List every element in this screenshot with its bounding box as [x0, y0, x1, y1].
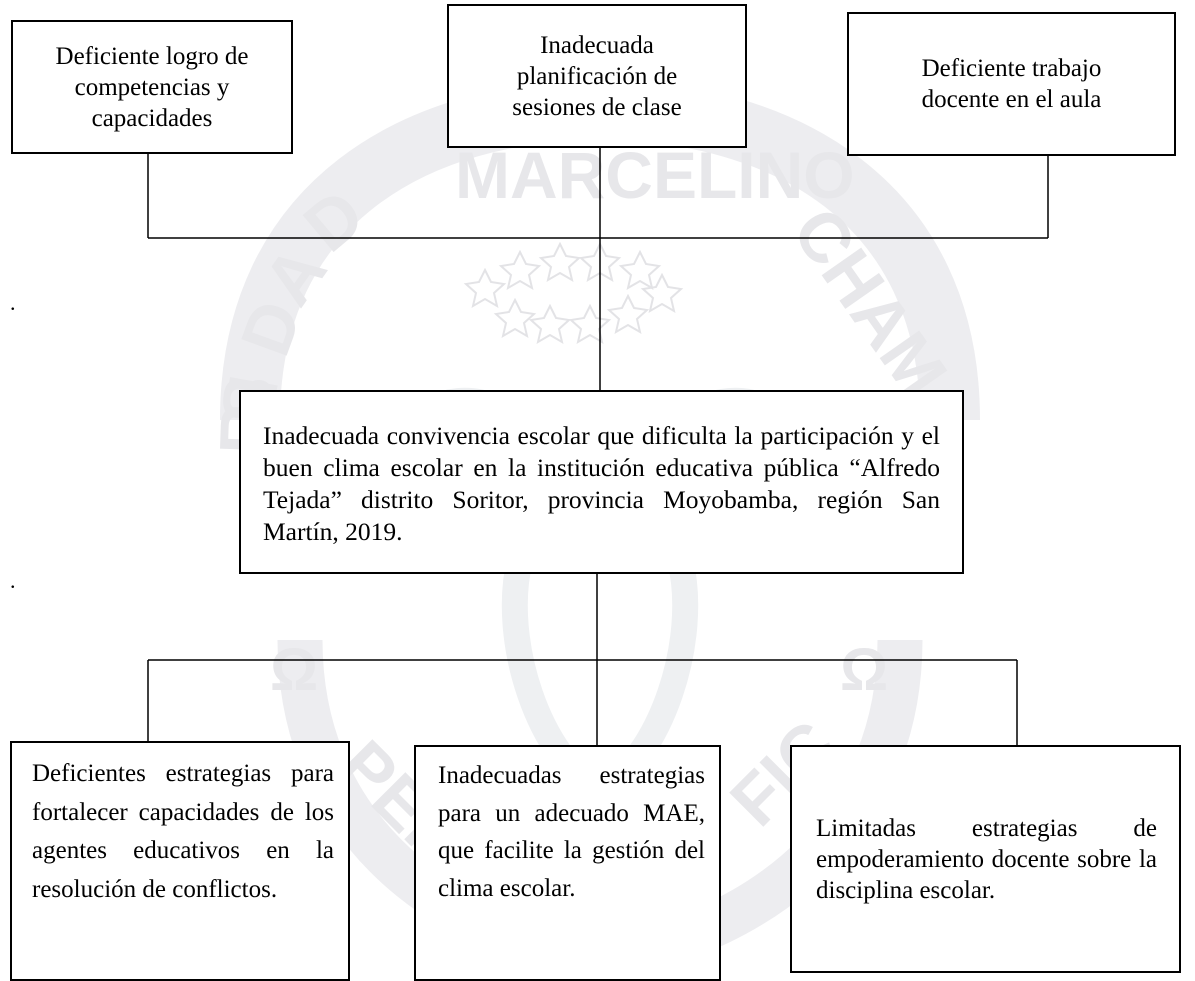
- effect-box-planificacion: Inadecuada planificación de sesiones de …: [447, 4, 747, 148]
- cause-text-mae: Inadecuadas estrategias para un adecuado…: [438, 762, 705, 902]
- cause-box-mae: Inadecuadas estrategias para un adecuado…: [414, 745, 721, 981]
- effect-box-competencias: Deficiente logro de competencias y capac…: [11, 20, 293, 154]
- margin-mark: .: [10, 568, 16, 593]
- effect-box-trabajo-docente: Deficiente trabajo docente en el aula: [847, 12, 1176, 156]
- cause-text-empoderamiento: Limitadas estrategias de empoderamiento …: [816, 814, 1157, 904]
- margin-mark: .: [10, 290, 16, 315]
- cause-box-resolucion-conflictos: Deficientes estrategias para fortalecer …: [10, 741, 350, 981]
- central-problem-box: Inadecuada convivencia escolar que dific…: [239, 390, 964, 574]
- central-problem-text: Inadecuada convivencia escolar que dific…: [263, 421, 940, 546]
- effect-text-trabajo-docente: Deficiente trabajo docente en el aula: [921, 55, 1102, 113]
- cause-text-resolucion-conflictos: Deficientes estrategias para fortalecer …: [32, 760, 334, 903]
- cause-box-empoderamiento: Limitadas estrategias de empoderamiento …: [790, 745, 1181, 973]
- effect-text-planificacion: Inadecuada planificación de sesiones de …: [512, 31, 682, 121]
- effect-text-competencias: Deficiente logro de competencias y capac…: [55, 42, 249, 132]
